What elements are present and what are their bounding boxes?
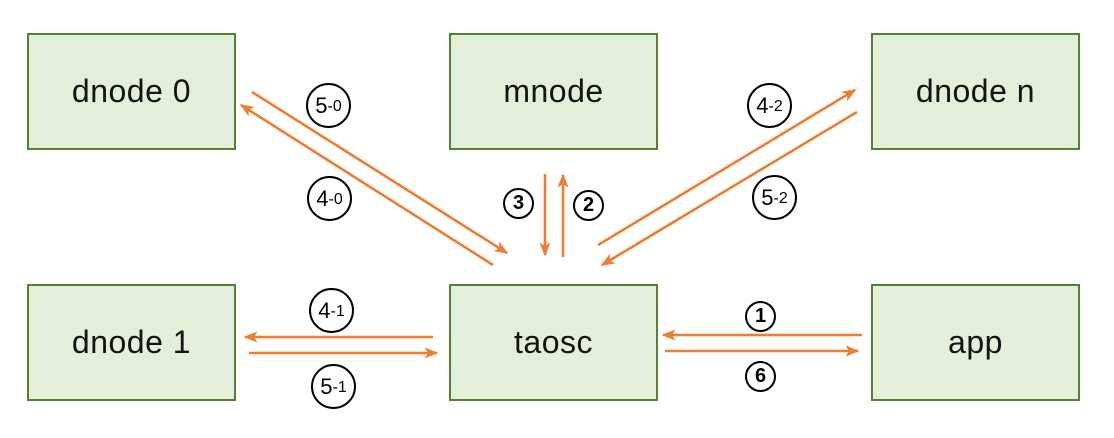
node-dnode-0-label: dnode 0: [71, 73, 192, 109]
edge-label-3: 3: [503, 188, 534, 219]
edge-label-5-0: 5-0: [306, 83, 351, 128]
edge-label-4-2-suffix: -2: [768, 97, 783, 115]
node-dnode-1-label: dnode 1: [71, 324, 192, 360]
node-dnode-0: dnode 0: [27, 33, 236, 150]
edge-label-2: 2: [573, 190, 604, 221]
edge-label-4-0-main: 4: [316, 185, 329, 211]
edge-label-3-main: 3: [512, 192, 525, 214]
node-app-label: app: [948, 324, 1003, 360]
edge-label-4-2: 4-2: [747, 83, 792, 128]
node-taosc: taosc: [449, 284, 658, 401]
edge-label-5-1-main: 5: [320, 373, 333, 399]
edge-label-4-1-suffix: -1: [330, 302, 345, 320]
edge-label-5-2-main: 5: [761, 184, 774, 210]
edge-label-6: 6: [745, 361, 776, 392]
edge-label-1-main: 1: [754, 305, 767, 327]
edge-label-4-2-main: 4: [756, 92, 769, 118]
node-dnode-n-label: dnode n: [915, 73, 1036, 109]
edge-label-5-1-suffix: -1: [332, 378, 347, 396]
node-mnode: mnode: [449, 33, 658, 150]
node-dnode-n: dnode n: [871, 33, 1080, 150]
edge-label-2-main: 2: [582, 194, 595, 216]
node-dnode-1: dnode 1: [27, 284, 236, 401]
edge-label-1: 1: [745, 301, 776, 332]
edge-label-4-1: 4-1: [309, 288, 354, 333]
edge-label-5-2-suffix: -2: [773, 189, 788, 207]
node-mnode-label: mnode: [503, 73, 604, 109]
edge-label-5-0-suffix: -0: [327, 97, 342, 115]
edge-label-5-2: 5-2: [752, 175, 797, 220]
edge-label-4-1-main: 4: [318, 297, 331, 323]
edge-label-4-0: 4-0: [307, 176, 352, 221]
edge-label-5-1: 5-1: [311, 364, 356, 409]
node-taosc-label: taosc: [514, 324, 593, 360]
edge-label-5-0-main: 5: [315, 92, 328, 118]
edge-label-4-0-suffix: -0: [328, 190, 343, 208]
edge-label-6-main: 6: [754, 365, 767, 387]
node-app: app: [871, 284, 1080, 401]
